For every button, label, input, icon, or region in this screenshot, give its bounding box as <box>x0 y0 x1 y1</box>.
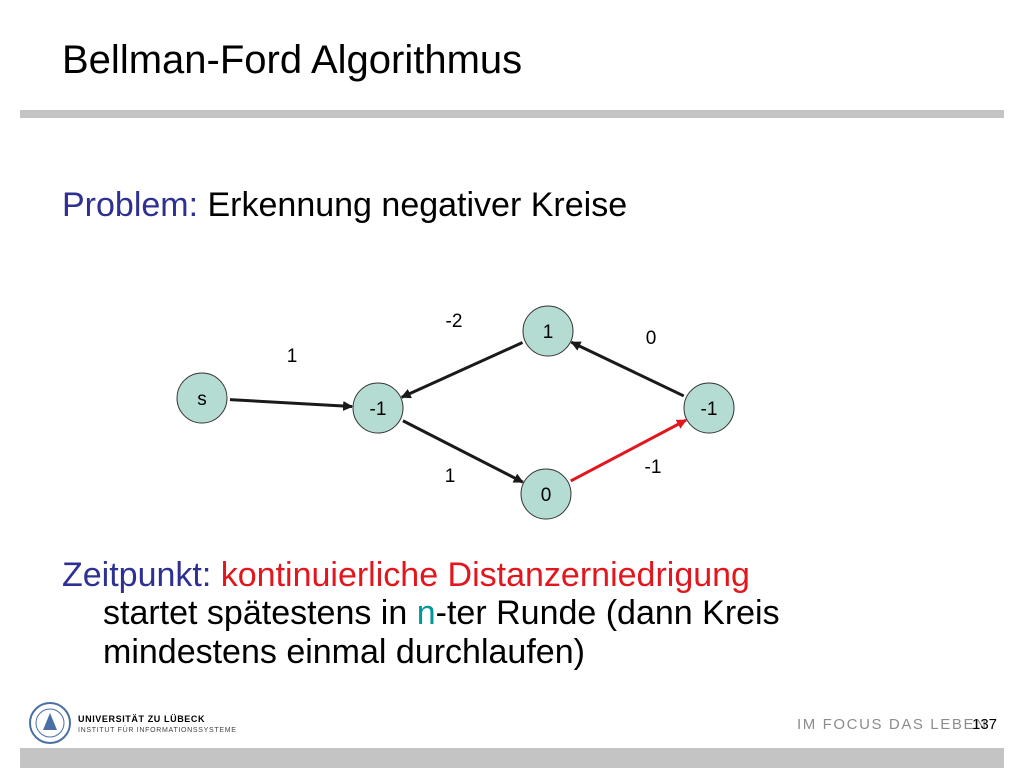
graph-node-a <box>352 382 404 434</box>
zeitpunkt-paragraph: Zeitpunkt: kontinuierliche Distanzernied… <box>62 556 962 671</box>
problem-text: Erkennung negativer Kreise <box>198 186 628 224</box>
edge-weight-label: 1 <box>287 346 298 367</box>
zeitpunkt-red-text: kontinuierliche Distanzerniedrigung <box>211 556 750 594</box>
slide-title: Bellman-Ford Algorithmus <box>62 38 523 82</box>
university-name: UNIVERSITÄT ZU LÜBECK <box>78 714 206 724</box>
graph-node-label: s <box>197 389 207 410</box>
edge-s-a <box>229 398 354 412</box>
graph-node-b <box>683 382 735 434</box>
zeitpunkt-line-2: startet spätestens in n-ter Runde (dann … <box>62 594 962 632</box>
graph-node-label: -1 <box>370 399 387 420</box>
edge-weight-label: -1 <box>645 457 662 478</box>
page-number: 137 <box>972 716 998 733</box>
edge-b-top <box>570 340 685 398</box>
zeitpunkt-label: Zeitpunkt: <box>62 556 212 594</box>
graph-node-label: 0 <box>541 485 552 506</box>
zeitpunkt-text-b: -ter Runde (dann Kreis <box>435 594 780 633</box>
university-seal-icon <box>29 702 71 744</box>
problem-label: Problem: <box>62 186 199 224</box>
graph-node-label: -1 <box>701 399 718 420</box>
graph-node-top <box>522 305 574 357</box>
graph-node-bot <box>520 468 572 520</box>
edge-a-bot <box>402 419 524 484</box>
title-divider <box>20 110 1004 118</box>
zeitpunkt-line-3: mindestens einmal durchlaufen) <box>103 632 585 671</box>
edge-bot-b <box>570 418 687 483</box>
edge-weight-label: 1 <box>445 466 456 487</box>
edge-weight-label: -2 <box>446 311 463 332</box>
graph-node-label: 1 <box>543 322 554 343</box>
footer-bar <box>20 748 1004 768</box>
graph-node-s <box>176 372 228 424</box>
edge-weight-label: 0 <box>646 328 657 349</box>
zeitpunkt-n: n <box>416 594 436 633</box>
edge-top-a <box>400 341 524 399</box>
problem-line: Problem: Erkennung negativer Kreise <box>62 186 627 225</box>
zeitpunkt-text-a: startet spätestens in <box>103 594 417 633</box>
slogan: IM FOCUS DAS LEBEN <box>797 716 988 733</box>
institute-name: INSTITUT FÜR INFORMATIONSSYSTEME <box>78 727 237 734</box>
